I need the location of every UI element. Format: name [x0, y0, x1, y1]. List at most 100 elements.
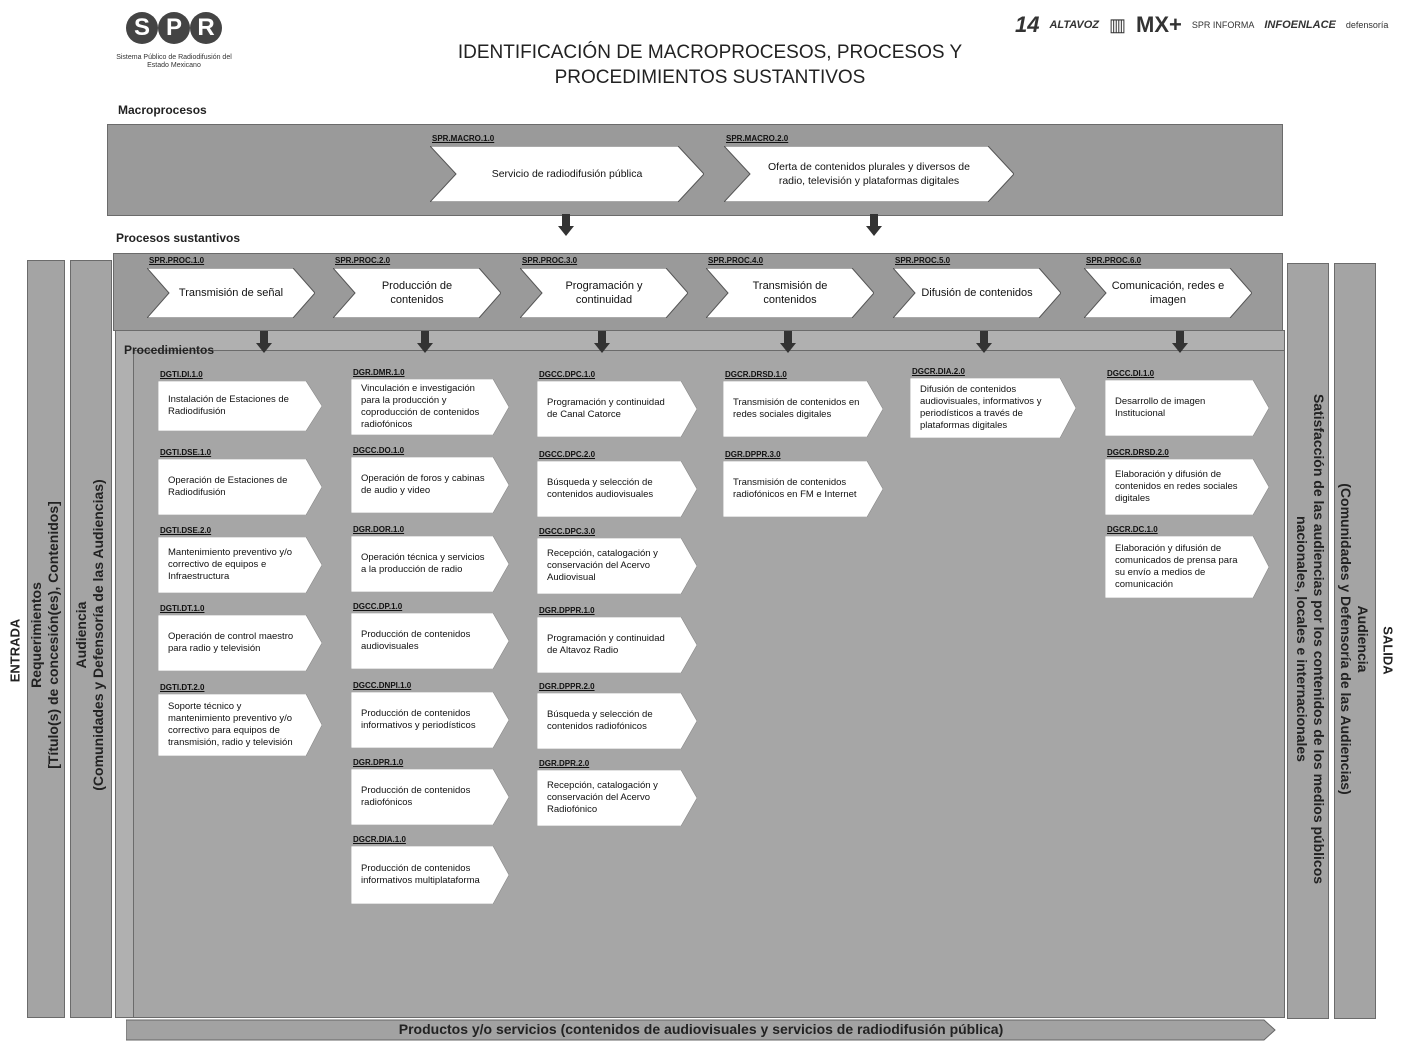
macro-chevron-2-code: SPR.MACRO.2.0 — [726, 134, 789, 143]
brand-catorce: 14 — [1015, 12, 1040, 37]
satisfaccion-line-2: nacionales, locales e internacionales — [1294, 516, 1310, 762]
macro-down-arrow-2 — [866, 214, 882, 236]
procedure-c3-1-code: DGCC.DPC.1.0 — [539, 370, 596, 379]
procedure-c3-4-label: Programación y continuidad de Altavoz Ra… — [547, 633, 665, 656]
procedure-c1-5: Soporte técnico y mantenimiento preventi… — [158, 694, 322, 756]
procedure-c2-2: Operación de foros y cabinas de audio y … — [351, 457, 509, 513]
logo-letter-r: R — [190, 12, 222, 44]
procedure-c6-3: Elaboración y difusión de comunicados de… — [1105, 536, 1269, 598]
procedure-c2-7-code: DGCR.DIA.1.0 — [353, 835, 406, 844]
process-chevron-6: Comunicación, redes e imagen — [1084, 268, 1252, 318]
procedure-c3-3-label: Recepción, catalogación y conservación d… — [547, 548, 658, 583]
brand-altavoz: ALTAVOZ — [1049, 19, 1099, 31]
procedure-c2-5-code: DGCC.DNPI.1.0 — [353, 681, 412, 690]
label-macroprocesos: Macroprocesos — [118, 103, 207, 117]
audiencia-right-line-2: (Comunidades y Defensoría de las Audienc… — [1338, 483, 1354, 795]
brand-bars-icon: ▥ — [1108, 14, 1126, 35]
procedure-c3-3: Recepción, catalogación y conservación d… — [537, 538, 697, 594]
procedure-c5-1-label: Difusión de contenidos audiovisuales, in… — [920, 384, 1042, 431]
procedure-c3-1: Programación y continuidad de Canal Cato… — [537, 381, 697, 437]
audiencia-left-line-1: Audiencia — [73, 601, 89, 669]
process-chevron-2-code: SPR.PROC.2.0 — [335, 256, 391, 265]
process-chevron-3-code: SPR.PROC.3.0 — [522, 256, 578, 265]
procedure-c6-2-code: DGCR.DRSD.2.0 — [1107, 448, 1169, 457]
procedure-c1-1: Instalación de Estaciones de Radiodifusi… — [158, 381, 322, 431]
label-procedimientos: Procedimientos — [124, 343, 215, 357]
procedure-c2-6-label: Producción de contenidos radiofónicos — [361, 785, 471, 808]
macro-down-arrow-1 — [558, 214, 574, 236]
process-chevron-2: Producción de contenidos — [333, 268, 501, 318]
procedure-c3-3-code: DGCC.DPC.3.0 — [539, 527, 596, 536]
procedure-c3-6-label: Recepción, catalogación y conservación d… — [547, 780, 658, 815]
procedure-c1-5-code: DGTI.DT.2.0 — [160, 683, 205, 692]
procedure-c3-6-code: DGR.DPR.2.0 — [539, 759, 590, 768]
procedure-c3-2-label: Búsqueda y selección de contenidos audio… — [547, 477, 654, 500]
procedure-c1-2: Operación de Estaciones de Radiodifusión — [158, 459, 322, 515]
procedure-c3-2: Búsqueda y selección de contenidos audio… — [537, 461, 697, 517]
logo-letter-p: P — [158, 12, 190, 44]
macro-chevron-1-code: SPR.MACRO.1.0 — [432, 134, 495, 143]
procedure-c2-2-label: Operación de foros y cabinas de audio y … — [361, 473, 485, 496]
entrada-label: ENTRADA — [7, 618, 23, 683]
macro-chevron-1-label: Servicio de radiodifusión pública — [491, 168, 643, 180]
procedure-c1-2-label: Operación de Estaciones de Radiodifusión — [168, 475, 288, 498]
satisfaccion-label: Satisfacción de las audiencias por los c… — [1293, 359, 1327, 919]
procedure-c2-7: Producción de contenidos informativos mu… — [351, 846, 509, 904]
process-chevron-6-code: SPR.PROC.6.0 — [1086, 256, 1142, 265]
procedure-c2-7-label: Producción de contenidos informativos mu… — [361, 863, 480, 886]
procedure-c1-4: Operación de control maestro para radio … — [158, 615, 322, 671]
procedure-c2-1-code: DGR.DMR.1.0 — [353, 368, 405, 377]
satisfaccion-line-1: Satisfacción de las audiencias por los c… — [1311, 393, 1327, 885]
procedure-c2-2-code: DGCC.DO.1.0 — [353, 446, 405, 455]
procedure-c4-1-code: DGCR.DRSD.1.0 — [725, 370, 787, 379]
procedure-c4-2-label: Transmisión de contenidos radiofónicos e… — [733, 477, 857, 500]
process-chevron-5-code: SPR.PROC.5.0 — [895, 256, 951, 265]
procedure-c3-6: Recepción, catalogación y conservación d… — [537, 770, 697, 826]
procedure-c6-3-code: DGCR.DC.1.0 — [1107, 525, 1158, 534]
procedure-c1-3-code: DGTI.DSE.2.0 — [160, 526, 212, 535]
procedure-c1-1-code: DGTI.DI.1.0 — [160, 370, 203, 379]
procedure-c2-3: Operación técnica y servicios a la produ… — [351, 536, 509, 592]
process-chevron-4-code: SPR.PROC.4.0 — [708, 256, 764, 265]
process-chevron-2-label: Producción de contenidos — [381, 280, 453, 306]
procedure-c3-4-code: DGR.DPPR.1.0 — [539, 606, 595, 615]
macro-chevron-2-label: Oferta de contenidos plurales y diversos… — [768, 161, 970, 187]
procedure-c2-4: Producción de contenidos audiovisuales — [351, 613, 509, 669]
procedure-c2-5: Producción de contenidos informativos y … — [351, 692, 509, 748]
process-chevron-1: Transmisión de señal — [147, 268, 315, 318]
process-down-arrow-6 — [1172, 331, 1188, 353]
procedure-c6-3-label: Elaboración y difusión de comunicados de… — [1115, 543, 1238, 590]
productos-label: Productos y/o servicios (contenidos de a… — [398, 1021, 1004, 1037]
brand-infoenlace: INFOENLACE — [1264, 19, 1336, 31]
procedure-c2-6-code: DGR.DPR.1.0 — [353, 758, 404, 767]
audiencia-left-line-2: (Comunidades y Defensoría de las Audienc… — [90, 479, 106, 791]
process-chevron-4: Transmisión de contenidos — [706, 268, 874, 318]
procedure-c2-4-label: Producción de contenidos audiovisuales — [361, 629, 471, 652]
procedure-c3-2-code: DGCC.DPC.2.0 — [539, 450, 596, 459]
brand-mx: MX+ — [1136, 12, 1182, 37]
process-chevron-6-label: Comunicación, redes e imagen — [1111, 280, 1225, 306]
procedure-c6-1: Desarrollo de imagen Institucional — [1105, 380, 1269, 436]
procedure-c3-5-code: DGR.DPPR.2.0 — [539, 682, 595, 691]
procedure-c6-1-label: Desarrollo de imagen Institucional — [1115, 396, 1206, 419]
procedure-c1-3: Mantenimiento preventivo y/o correctivo … — [158, 537, 322, 593]
logo-subtitle: Sistema Público de Radiodifusión del Est… — [116, 54, 232, 69]
label-procesos: Procesos sustantivos — [116, 231, 241, 245]
procedimientos-inner — [133, 350, 1285, 1018]
procedure-c3-1-label: Programación y continuidad de Canal Cato… — [547, 397, 665, 420]
audiencia-left-label: Audiencia (Comunidades y Defensoría de l… — [73, 410, 107, 860]
procedure-c4-2: Transmisión de contenidos radiofónicos e… — [723, 461, 883, 517]
right-audiencia-bar — [1334, 263, 1376, 1019]
process-chevron-5: Difusión de contenidos — [893, 268, 1061, 318]
procedure-c2-3-label: Operación técnica y servicios a la produ… — [361, 552, 485, 575]
process-chevron-5-label: Difusión de contenidos — [921, 287, 1033, 299]
process-down-arrow-3 — [594, 331, 610, 353]
procedure-c4-1: Transmisión de contenidos en redes socia… — [723, 381, 883, 437]
procedure-c2-1: Vinculación e investigación para la prod… — [351, 379, 509, 435]
macro-chevron-1: Servicio de radiodifusión pública — [430, 146, 704, 202]
requerimientos-line-1: Requerimientos — [28, 582, 44, 688]
brand-logos: 14 ALTAVOZ ▥ MX+ SPR INFORMA INFOENLACE … — [1015, 10, 1388, 40]
procedure-c6-2: Elaboración y difusión de contenidos en … — [1105, 459, 1269, 515]
left-requerimientos-bar — [27, 260, 65, 1018]
process-down-arrow-4 — [780, 331, 796, 353]
